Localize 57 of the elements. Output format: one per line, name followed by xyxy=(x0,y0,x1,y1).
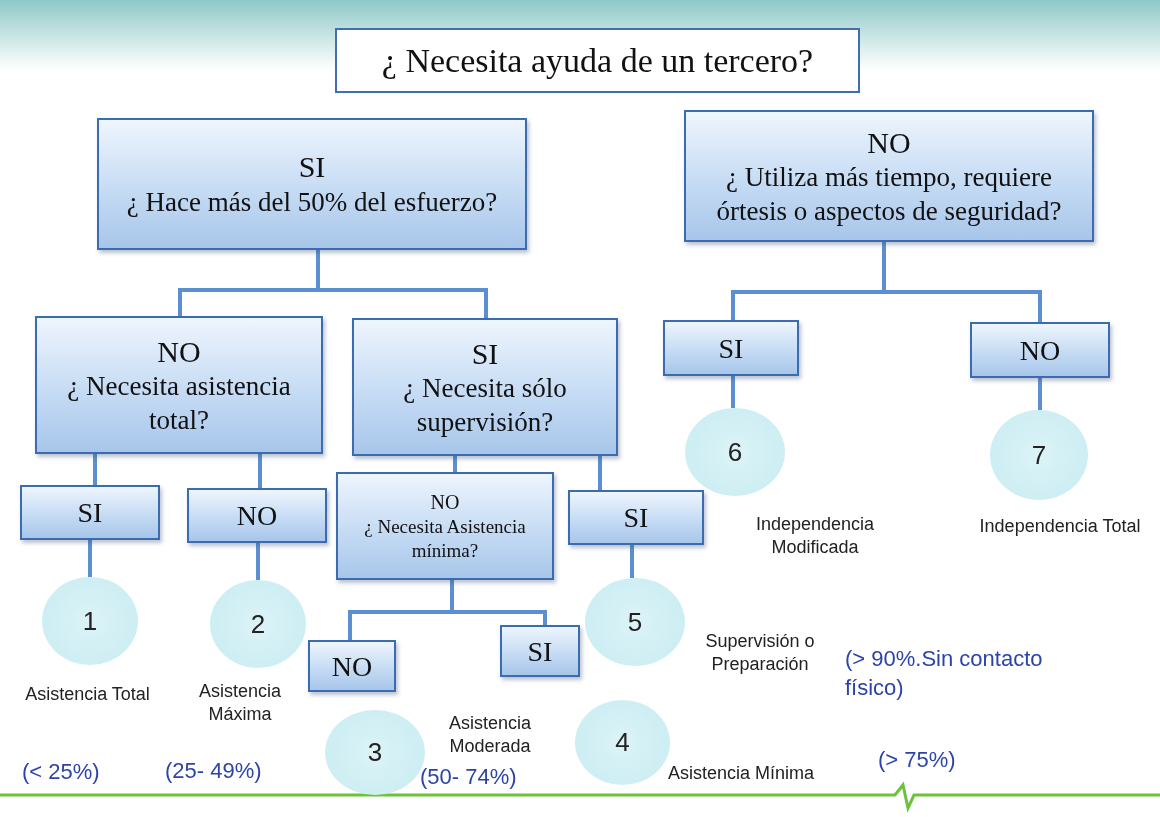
level-label: Asistencia Máxima xyxy=(197,680,282,727)
question-text: ¿ Necesita Asistencia mínima? xyxy=(363,514,527,563)
answer-label: NO xyxy=(331,649,373,684)
level-label: Supervisión o Preparación xyxy=(704,630,816,677)
level-label: Asistencia Total xyxy=(24,683,151,706)
connector-line xyxy=(731,376,735,408)
title-box: ¿ Necesita ayuda de un tercero? xyxy=(335,28,860,93)
answer-box xyxy=(970,322,1110,378)
question-box xyxy=(352,318,618,456)
answer-box xyxy=(568,490,704,545)
connector-line xyxy=(598,456,602,490)
connector-line xyxy=(630,545,634,578)
answer-box xyxy=(663,320,799,376)
connector-line xyxy=(1038,378,1042,410)
answer-box xyxy=(187,488,327,543)
level-label: Asistencia Mínima xyxy=(668,762,816,785)
question-box xyxy=(97,118,527,250)
connector-line xyxy=(258,454,262,488)
answer-label: SI xyxy=(471,335,499,372)
level-label: Independencia Modificada xyxy=(754,513,876,560)
answer-label: NO xyxy=(430,489,460,515)
connector-line xyxy=(453,456,457,472)
percentage-label: (> 75%) xyxy=(878,746,957,774)
number-circle: 2 xyxy=(210,580,306,668)
answer-label: SI xyxy=(527,634,553,669)
answer-label: NO xyxy=(867,124,911,161)
question-box xyxy=(35,316,323,454)
answer-label: NO xyxy=(157,333,201,370)
connector-line xyxy=(88,540,92,577)
connector-line xyxy=(450,580,547,625)
percentage-label: (25- 49%) xyxy=(165,757,263,785)
number-circle: 6 xyxy=(685,408,785,496)
answer-box xyxy=(308,640,396,692)
number-circle: 7 xyxy=(990,410,1088,500)
level-label: Asistencia Moderada xyxy=(447,712,532,759)
question-text: ¿ Necesita asistencia total? xyxy=(66,370,292,437)
connector-line xyxy=(93,454,97,485)
connector-line xyxy=(316,250,488,318)
answer-box xyxy=(20,485,160,540)
number-circle: 5 xyxy=(585,578,685,666)
answer-label: SI xyxy=(77,496,103,530)
answer-label: NO xyxy=(236,499,278,533)
question-text: ¿ Necesita sólo supervisión? xyxy=(402,372,568,439)
percentage-label: (< 25%) xyxy=(22,758,101,786)
question-box xyxy=(684,110,1094,242)
answer-label: SI xyxy=(623,501,649,535)
answer-label: SI xyxy=(298,149,326,186)
level-label: Independencia Total xyxy=(978,515,1142,538)
connector-line xyxy=(256,543,260,580)
answer-box xyxy=(500,625,580,677)
question-text: ¿ Utiliza más tiempo, requiere órtesis o aspectos de seguridad? xyxy=(715,161,1063,228)
percentage-label: (> 90%.Sin contacto físico) xyxy=(845,645,1044,702)
question-box xyxy=(336,472,554,580)
answer-label: NO xyxy=(1019,333,1061,368)
question-text: ¿ Hace más del 50% del esfuerzo? xyxy=(126,185,498,219)
answer-label: SI xyxy=(718,331,744,366)
number-circle: 1 xyxy=(42,577,138,665)
